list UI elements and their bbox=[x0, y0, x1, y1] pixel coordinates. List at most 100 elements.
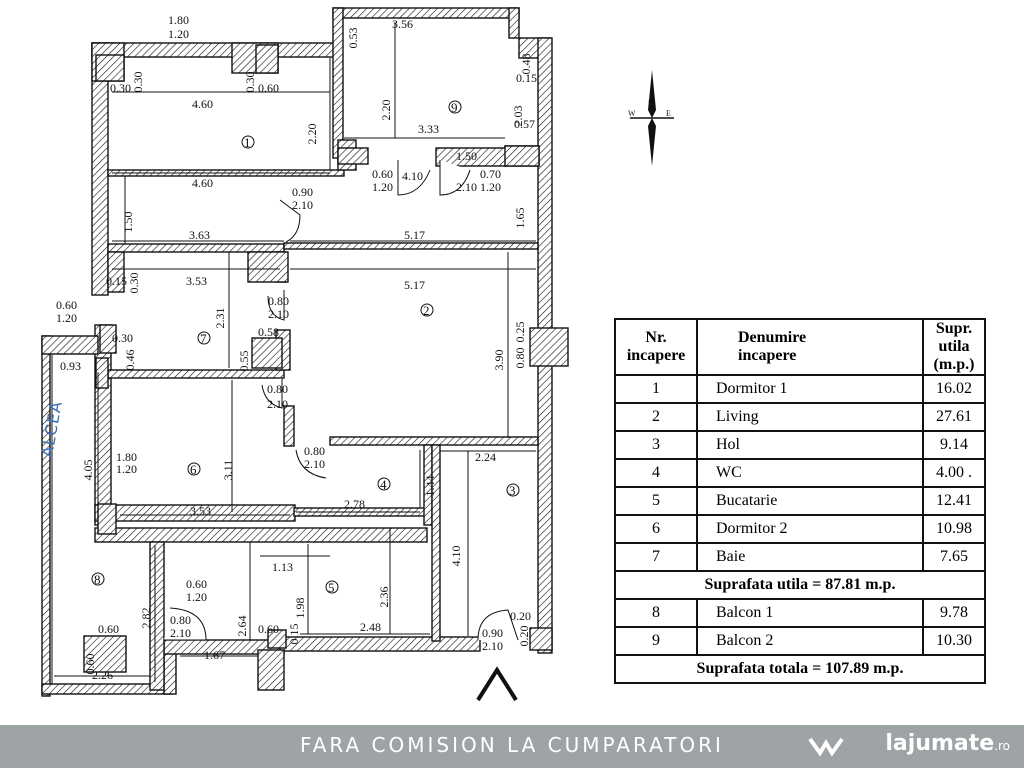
dimension-label: 2.24 bbox=[475, 450, 496, 464]
exterior-walls bbox=[41, 7, 569, 697]
dimension-label: 0.20 bbox=[517, 626, 531, 647]
dimension-label: 0.46 bbox=[123, 350, 137, 371]
dimension-label: 0.90 bbox=[292, 185, 313, 199]
room-8-label: 8 bbox=[94, 572, 101, 587]
dimension-label: 2.64 bbox=[235, 616, 249, 637]
banner-text: FARA COMISION LA CUMPARATORI bbox=[300, 733, 724, 757]
dimension-label: 3.53 bbox=[190, 504, 211, 518]
room-9-label: 9 bbox=[451, 100, 458, 115]
dimension-label: 2.10 bbox=[456, 180, 477, 194]
dimension-label: 0.90 bbox=[482, 626, 503, 640]
dimension-label: 4.60 bbox=[192, 176, 213, 190]
room-2-label: 2 bbox=[423, 303, 430, 318]
footer-banner: FARA COMISION LA CUMPARATORI lajumate.ro bbox=[0, 725, 1024, 768]
dimension-label: 0.20 bbox=[510, 609, 531, 623]
dimension-label: 3.33 bbox=[418, 122, 439, 136]
dimension-label: 2.82 bbox=[139, 608, 153, 629]
dimension-label: 0.30 bbox=[110, 81, 131, 95]
cell-name: Balcon 1 bbox=[696, 598, 924, 628]
dimension-label: 1.80 bbox=[168, 13, 189, 27]
watermark-suffix: .ro bbox=[994, 739, 1010, 753]
header-nr-l1: Nr. bbox=[645, 329, 667, 346]
compass-icon: N E S W bbox=[628, 70, 674, 166]
compass-n: N bbox=[648, 99, 654, 108]
lajumate-logo-icon bbox=[808, 737, 844, 757]
dimension-label: 0.48 bbox=[519, 54, 533, 75]
dimension-label: 0.60 bbox=[98, 622, 119, 636]
cell-area: 27.61 bbox=[922, 402, 986, 432]
dimension-label: 1.20 bbox=[186, 590, 207, 604]
dimension-label: 5.17 bbox=[404, 278, 425, 292]
cell-name: WC bbox=[696, 458, 924, 488]
cell-name: Hol bbox=[696, 430, 924, 460]
cell-nr: 2 bbox=[614, 402, 698, 432]
dimension-label: 0.60 bbox=[83, 654, 97, 675]
dimension-label: 0.80 bbox=[267, 382, 288, 396]
dimension-label: 3.56 bbox=[392, 17, 413, 31]
dimension-label: 2.03 bbox=[511, 106, 525, 127]
dimension-label: 0.55 bbox=[237, 351, 251, 372]
dimension-label: 0.30 bbox=[243, 72, 257, 93]
dimension-label: 1.50 bbox=[121, 212, 135, 233]
dimension-label: 1.50 bbox=[456, 149, 477, 163]
cell-area: 9.78 bbox=[922, 598, 986, 628]
cell-nr: 4 bbox=[614, 458, 698, 488]
dimension-label: 3.53 bbox=[186, 274, 207, 288]
dimension-label: 0.58 bbox=[258, 325, 279, 339]
dimension-label: 0.60 bbox=[186, 577, 207, 591]
room-1-label: 1 bbox=[244, 135, 251, 150]
dimension-label: 1.67 bbox=[204, 648, 225, 662]
cell-area: 12.41 bbox=[922, 486, 986, 516]
dimension-label: 0.80 bbox=[304, 444, 325, 458]
dimension-label: 0.30 bbox=[112, 331, 133, 345]
cell-nr: 9 bbox=[614, 626, 698, 656]
dimension-label: 0.60 bbox=[258, 81, 279, 95]
dimension-label: 2.10 bbox=[267, 397, 288, 411]
cell-name: Bucatarie bbox=[696, 486, 924, 516]
cell-name: Dormitor 2 bbox=[696, 514, 924, 544]
cell-area: 10.30 bbox=[922, 626, 986, 656]
cell-area: 7.65 bbox=[922, 542, 986, 572]
dimension-label: 2.78 bbox=[344, 497, 365, 511]
dimension-label: 2.10 bbox=[268, 307, 289, 321]
door-swings bbox=[164, 160, 519, 641]
dimension-label: 1.44 bbox=[423, 476, 437, 497]
dimension-label: 0.15 bbox=[287, 624, 301, 645]
dimension-label: 4.10 bbox=[449, 546, 463, 567]
dimension-label: 0.60 bbox=[372, 167, 393, 181]
dimension-label: 2.10 bbox=[304, 457, 325, 471]
dimension-label: 1.13 bbox=[272, 560, 293, 574]
dimension-label: 0.57 bbox=[514, 117, 535, 131]
header-nr-l2: incapere bbox=[626, 347, 686, 364]
dimension-label: 0.30 bbox=[131, 72, 145, 93]
watermark-main: lajumate bbox=[885, 731, 995, 756]
cell-area: 9.14 bbox=[922, 430, 986, 460]
room-7-label: 7 bbox=[200, 331, 207, 346]
dimension-label: 0.80 bbox=[170, 613, 191, 627]
dimension-label: 0.70 bbox=[480, 167, 501, 181]
cell-nr: 3 bbox=[614, 430, 698, 460]
room-6-label: 6 bbox=[190, 462, 197, 477]
header-area: Supr. utila(m.p.) bbox=[922, 318, 986, 376]
dimension-label: 0.80 bbox=[513, 348, 527, 369]
dimension-label: 0.80 bbox=[268, 294, 289, 308]
header-nr: Nr.incapere bbox=[614, 318, 698, 376]
dimension-label: 4.10 bbox=[402, 169, 423, 183]
header-name-l2: incapere bbox=[738, 347, 797, 364]
entrance-arrow-icon bbox=[476, 666, 518, 702]
dimension-label: 1.80 bbox=[116, 450, 137, 464]
cell-nr: 8 bbox=[614, 598, 698, 628]
dimension-label: 1.65 bbox=[513, 208, 527, 229]
dimension-label: 0.53 bbox=[346, 28, 360, 49]
floor-plan-drawing: 1 2 3 4 5 6 7 8 9 1.801.203.560.530.480.… bbox=[37, 7, 674, 702]
room-3-label: 3 bbox=[509, 483, 516, 498]
dimension-label: 2.10 bbox=[292, 198, 313, 212]
subtotal-text: Suprafata utila = 87.81 m.p. bbox=[614, 570, 986, 600]
dimension-label: 1.20 bbox=[372, 180, 393, 194]
